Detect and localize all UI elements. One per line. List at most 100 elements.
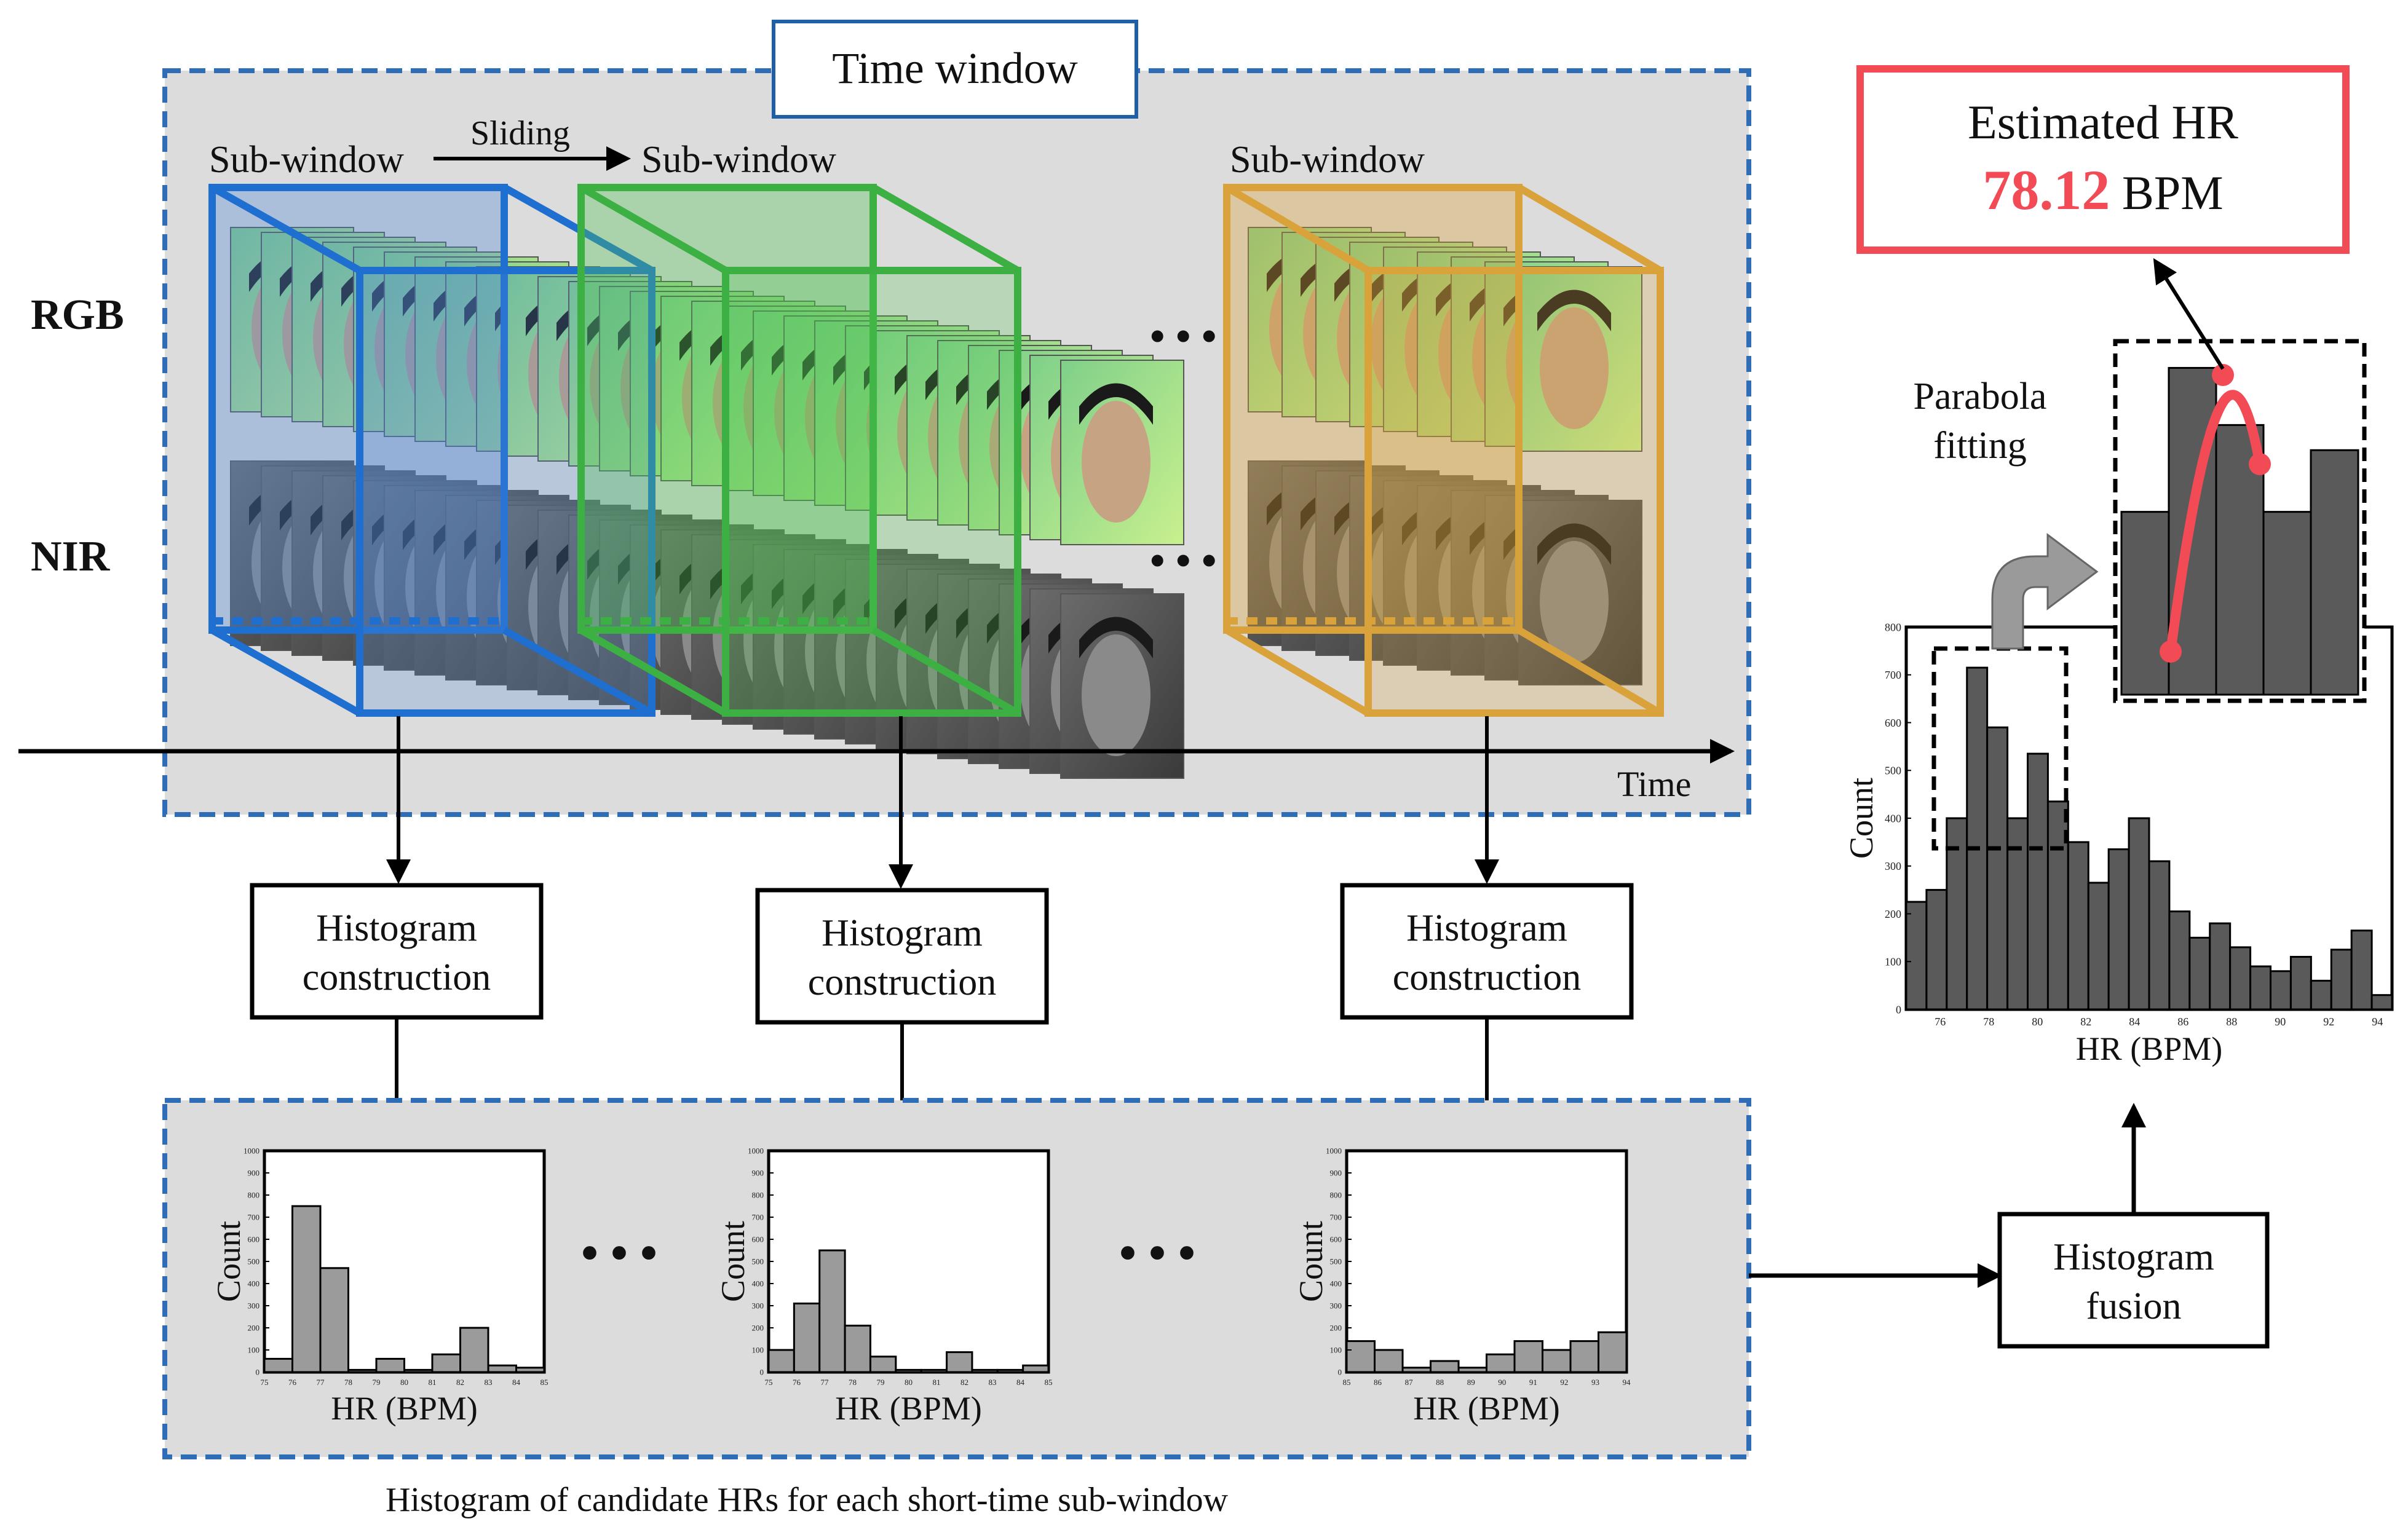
chart-x-tick-label: 78	[1983, 1016, 1994, 1028]
chart-x-tick-label: 82	[960, 1378, 968, 1387]
chart-bar	[971, 1368, 999, 1373]
chart-bar	[1457, 1367, 1487, 1373]
chart-y-tick-label: 0	[760, 1368, 764, 1377]
arrow-to-estimate	[2153, 258, 2225, 370]
subwindow-label-2: Sub-window	[641, 139, 836, 181]
chart-x-tick-label: 89	[1467, 1378, 1475, 1387]
chart-x-tick-label: 82	[2080, 1016, 2091, 1028]
ellipsis-nir: • • •	[1150, 537, 1217, 585]
chart-y-tick-label: 400	[752, 1279, 764, 1288]
rgb-frame	[1518, 266, 1642, 452]
chart-x-tick-label: 92	[1560, 1378, 1568, 1387]
chart-x-tick-label: 93	[1591, 1378, 1599, 1387]
chart-bar	[793, 1302, 821, 1373]
chart-y-axis-label: Count	[1293, 1221, 1329, 1302]
row-label-rgb: RGB	[31, 291, 124, 339]
subwindow-cube-green	[577, 184, 1021, 717]
chart-x-tick-label: 84	[512, 1378, 521, 1387]
chart-bar	[1022, 1364, 1050, 1373]
chart-bar	[818, 1249, 846, 1373]
chart-x-axis-label: HR (BPM)	[1413, 1390, 1560, 1427]
chart-y-tick-label: 600	[752, 1235, 764, 1244]
chart-bar	[1513, 1340, 1543, 1373]
chart-y-tick-label: 600	[1330, 1235, 1342, 1244]
chart-bar	[1401, 1367, 1432, 1373]
chart-bar	[2087, 882, 2110, 1011]
chart-bar	[2350, 929, 2373, 1011]
chart-bar	[459, 1327, 489, 1373]
chart-bar	[2128, 817, 2150, 1011]
parabola-curve	[2166, 390, 2265, 657]
estimated-hr-title: Estimated HR	[1968, 95, 2238, 149]
chart-x-tick-label: 76	[288, 1378, 297, 1387]
chart-bar	[895, 1368, 922, 1373]
chart-bar	[767, 1349, 795, 1373]
chart-bar	[1598, 1331, 1628, 1373]
histogram-construction-box-2: Histogram construction	[755, 888, 1049, 1025]
chart-y-tick-label: 400	[248, 1279, 260, 1288]
chart-y-tick-label: 400	[1330, 1279, 1342, 1288]
chart-x-tick-label: 76	[793, 1378, 801, 1387]
chart-y-tick-label: 400	[1885, 812, 1901, 824]
chart-bar	[291, 1205, 322, 1373]
chart-x-tick-label: 85	[1343, 1378, 1351, 1387]
chart-y-tick-label: 600	[1885, 717, 1901, 729]
chart-y-tick-label: 700	[248, 1213, 260, 1222]
chart-x-tick-label: 87	[1405, 1378, 1414, 1387]
chart-x-tick-label: 81	[933, 1378, 941, 1387]
parabola-point	[2249, 453, 2271, 475]
chart-x-axis-label: HR (BPM)	[2076, 1030, 2223, 1067]
chart-y-tick-label: 200	[1330, 1324, 1342, 1333]
chart-y-tick-label: 800	[248, 1191, 260, 1200]
ellipsis-hist-1: • • •	[581, 1226, 657, 1280]
zoom-bar	[2120, 511, 2170, 696]
chart-bar	[946, 1351, 973, 1373]
chart-bar	[1374, 1349, 1404, 1373]
histogram-construction-box-3: Histogram construction	[1340, 883, 1634, 1020]
parabola-label-1: Parabola	[1914, 376, 2047, 417]
chart-x-tick-label: 80	[905, 1378, 913, 1387]
chart-bar	[319, 1267, 349, 1373]
chart-bar	[1542, 1349, 1572, 1373]
chart-y-tick-label: 700	[1330, 1213, 1342, 1222]
histogram-construction-text-2a: Histogram	[822, 912, 983, 954]
parabola-point	[2160, 641, 2182, 663]
chart-y-tick-label: 100	[1885, 956, 1901, 968]
ellipsis-hist-2: • • •	[1119, 1226, 1195, 1280]
chart-x-tick-label: 80	[2032, 1016, 2043, 1028]
chart-x-tick-label: 76	[1935, 1016, 1946, 1028]
chart-x-tick-label: 94	[1623, 1378, 1631, 1387]
chart-y-tick-label: 200	[1885, 908, 1901, 920]
chart-x-tick-label: 83	[485, 1378, 493, 1387]
chart-y-axis-label: Count	[715, 1221, 751, 1302]
nir-frame	[1060, 593, 1184, 779]
chart-y-tick-label: 300	[1885, 860, 1901, 872]
chart-bar	[996, 1368, 1024, 1373]
chart-bar	[920, 1368, 948, 1373]
chart-bar	[2370, 994, 2393, 1011]
chart-y-tick-label: 0	[1338, 1368, 1342, 1377]
chart-bar	[2229, 946, 2252, 1011]
chart-bar	[2270, 970, 2292, 1011]
chart-bar	[1569, 1340, 1599, 1373]
chart-bar	[2330, 949, 2353, 1011]
chart-y-tick-label: 500	[1885, 765, 1901, 777]
chart-y-tick-label: 0	[256, 1368, 260, 1377]
chart-x-tick-label: 90	[2275, 1016, 2286, 1028]
chart-x-tick-label: 81	[429, 1378, 437, 1387]
chart-bar	[2289, 955, 2312, 1011]
time-window-label: Time window	[832, 44, 1077, 93]
chart-y-tick-label: 0	[1896, 1003, 1901, 1016]
chart-bar	[2188, 936, 2211, 1011]
subwindow-cube-gold	[1223, 184, 1664, 717]
row-label-nir: NIR	[31, 533, 111, 580]
histogram-construction-box-1: Histogram construction	[250, 883, 544, 1020]
chart-bar	[515, 1367, 545, 1373]
subwindow-cube-blue	[208, 184, 655, 717]
chart-y-tick-label: 200	[248, 1324, 260, 1333]
candidate-caption: Histogram of candidate HRs for each shor…	[386, 1481, 1229, 1519]
